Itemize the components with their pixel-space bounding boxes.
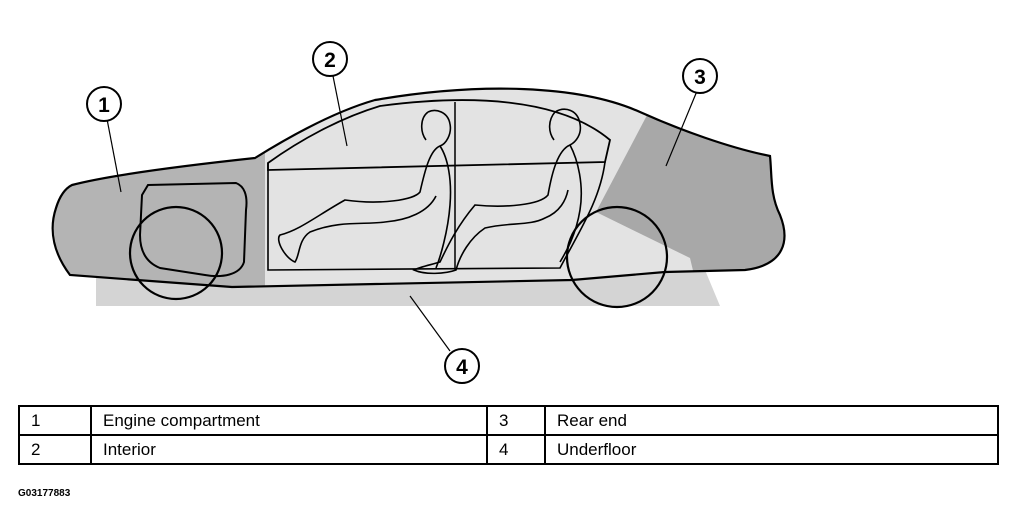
driver-figure <box>277 109 452 269</box>
table-row: 1 Engine compartment 3 Rear end <box>18 405 999 436</box>
legend-number: 2 <box>18 434 92 465</box>
car-body-outline <box>51 87 786 289</box>
legend-number: 3 <box>486 405 546 436</box>
legend-table: 1 Engine compartment 3 Rear end 2 Interi… <box>18 405 999 465</box>
legend-label: Underfloor <box>544 434 999 465</box>
engine-bay-outline <box>138 181 248 278</box>
legend-label: Engine compartment <box>90 405 488 436</box>
cabin-outline <box>267 99 611 171</box>
legend-label: Rear end <box>544 405 999 436</box>
rear-wheel <box>565 205 669 309</box>
callout-2-leader <box>332 75 348 147</box>
door-outline <box>267 161 606 271</box>
legend-number: 1 <box>18 405 92 436</box>
callout-2: 2 <box>312 41 348 77</box>
callout-4-leader <box>409 295 451 352</box>
vehicle-zones-diagram: 1 2 3 4 <box>51 41 786 384</box>
front-wheel <box>128 205 224 301</box>
legend-number: 4 <box>486 434 546 465</box>
svg-text:4: 4 <box>456 356 468 379</box>
svg-text:3: 3 <box>694 66 706 89</box>
callout-3-leader <box>665 90 698 167</box>
svg-text:2: 2 <box>324 49 336 72</box>
callout-1: 1 <box>86 86 122 122</box>
figure-id: G03177883 <box>18 488 71 499</box>
svg-text:1: 1 <box>98 94 110 117</box>
callout-4: 4 <box>444 348 480 384</box>
callout-3: 3 <box>682 58 718 94</box>
table-row: 2 Interior 4 Underfloor <box>18 434 999 465</box>
callout-1-leader <box>106 118 122 193</box>
legend-label: Interior <box>90 434 488 465</box>
